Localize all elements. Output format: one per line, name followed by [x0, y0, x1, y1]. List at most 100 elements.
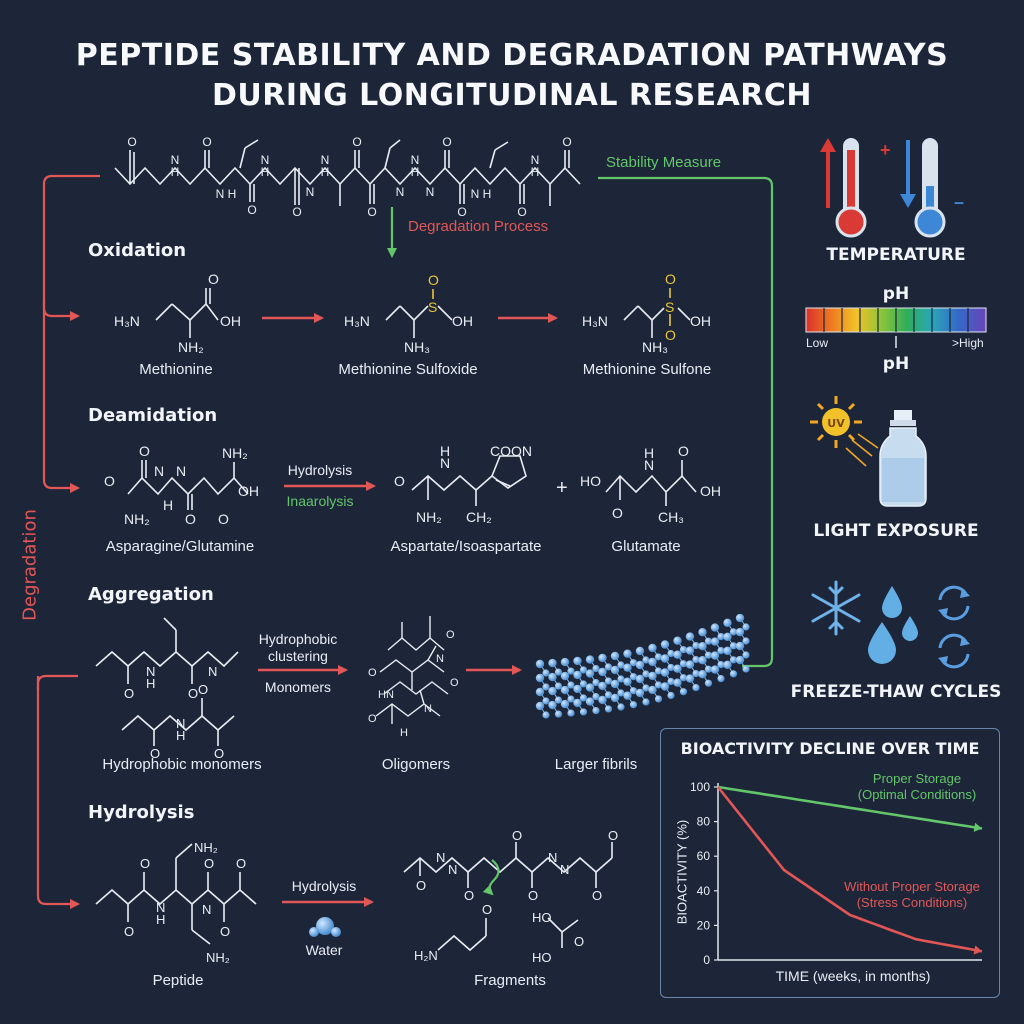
fibril-bead — [704, 679, 713, 687]
svg-text:N: N — [440, 455, 450, 471]
fibril-bead — [742, 651, 750, 659]
fibril-bead — [654, 695, 663, 703]
fibril-bead — [673, 678, 682, 687]
fibril-bead — [729, 628, 738, 636]
svg-text:HO: HO — [580, 473, 601, 489]
step-label: Monomers — [264, 679, 332, 695]
molecule-caption: Asparagine/Glutamine — [105, 538, 255, 555]
fibril-bead — [573, 684, 582, 694]
svg-text:O: O — [220, 924, 230, 939]
svg-text:N: N — [448, 862, 457, 877]
fibril-bead — [554, 668, 563, 676]
glutamate-structure — [605, 460, 697, 506]
fibril-bead — [679, 688, 688, 696]
fibril-bead — [617, 703, 625, 711]
fibril-bead — [573, 670, 582, 680]
fibril-bead — [729, 642, 738, 650]
fibril-bead — [723, 632, 732, 642]
fibril-bead — [610, 693, 620, 703]
svg-text:N: N — [176, 463, 186, 479]
svg-text:N: N — [426, 185, 435, 199]
y-tick-label: 80 — [697, 815, 711, 829]
stability-measure-line — [598, 176, 774, 668]
fibril-bead — [548, 658, 557, 668]
fibril-bead — [629, 687, 638, 695]
fibril-bead — [635, 688, 645, 698]
svg-text:O: O — [665, 327, 676, 343]
svg-text:O: O — [528, 888, 538, 903]
fibril-bead — [642, 670, 650, 678]
fibril-bead — [635, 660, 645, 670]
fibril-bead — [579, 694, 588, 702]
fibril-bead — [560, 657, 570, 667]
svg-text:O: O — [124, 924, 134, 939]
svg-text:O: O — [368, 713, 377, 725]
svg-text:COON: COON — [490, 443, 532, 459]
svg-text:N: N — [176, 716, 185, 731]
svg-text:O: O — [198, 682, 208, 697]
fibril-bead — [635, 674, 645, 684]
fibril-bead — [585, 683, 595, 692]
svg-text:O: O — [446, 629, 455, 641]
fibril-bead — [698, 641, 707, 651]
fibril-bead — [610, 651, 620, 661]
asparagine-structure — [127, 460, 249, 510]
step-label: Hydrolysis — [287, 462, 353, 478]
svg-text:O: O — [292, 205, 301, 219]
svg-text:O: O — [665, 271, 676, 287]
svg-text:O: O — [678, 443, 689, 459]
fibril-bead — [610, 665, 620, 675]
ph-title: pH — [882, 284, 910, 304]
svg-text:CH₂: CH₂ — [466, 509, 492, 525]
fibril-bead — [542, 669, 550, 677]
fibril-bead — [685, 632, 695, 641]
svg-text:H₃N: H₃N — [344, 313, 370, 329]
fibril-bead — [685, 646, 695, 655]
svg-text:N: N — [560, 862, 569, 877]
methionine-sulfoxide-structure — [385, 305, 453, 338]
fibril-bead — [729, 656, 738, 664]
fibril-bead — [548, 700, 557, 710]
svg-text:O: O — [368, 667, 377, 679]
fibril-bead — [717, 632, 725, 641]
fibril-bead — [542, 711, 550, 719]
section-aggregation: Aggregation — [88, 584, 214, 605]
fibril-bead — [567, 667, 575, 675]
series-arrowhead-1 — [973, 945, 982, 955]
fibril-bead — [654, 653, 663, 661]
fibril-bead — [604, 705, 613, 713]
svg-text:H: H — [261, 165, 270, 179]
fibril-bead — [667, 691, 675, 700]
fibril-bead — [567, 681, 575, 689]
svg-text:O: O — [218, 511, 229, 527]
svg-text:O: O — [482, 902, 492, 917]
y-tick-label: 0 — [703, 953, 710, 967]
svg-text:N: N — [216, 187, 225, 201]
minus-sign-cold: – — [954, 192, 964, 212]
svg-text:O: O — [416, 878, 426, 893]
svg-text:S: S — [665, 299, 674, 315]
svg-text:H₂N: H₂N — [414, 948, 438, 963]
water-drops-icon — [868, 586, 918, 664]
svg-text:O: O — [450, 677, 459, 689]
svg-text:HO: HO — [532, 950, 552, 965]
fibril-bead — [598, 681, 607, 691]
svg-text:N: N — [396, 185, 405, 199]
fibril-bead — [735, 641, 745, 651]
light-rays-icon — [845, 433, 879, 467]
svg-text:N: N — [411, 153, 420, 167]
y-tick-label: 60 — [697, 849, 711, 863]
step-label-alt: Inaarolysis — [286, 493, 354, 509]
fibril-bead — [692, 669, 700, 678]
legend-without-storage-sub: (Stress Conditions) — [856, 895, 968, 910]
series-arrowhead-0 — [973, 822, 982, 832]
hydrophobic-monomers-structure — [95, 617, 239, 746]
fibril-bead — [660, 640, 670, 649]
fibril-bead — [585, 669, 595, 678]
svg-text:H: H — [483, 187, 492, 201]
cleavage-arrow — [482, 859, 500, 896]
svg-text:CH₃: CH₃ — [658, 509, 684, 525]
fibril-bead — [710, 651, 720, 660]
svg-text:H: H — [146, 676, 155, 691]
factor-temperature: TEMPERATURE — [826, 245, 966, 265]
